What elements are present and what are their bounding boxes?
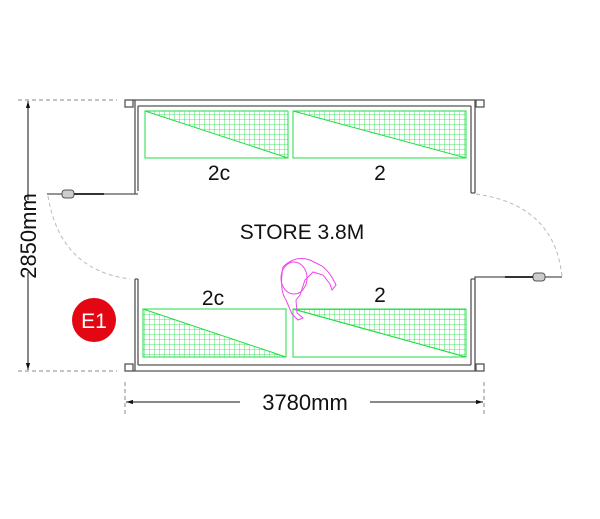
width-dimension-label: 3780mm bbox=[262, 390, 348, 415]
door-hinge-icon bbox=[61, 189, 75, 199]
door-hinge-icon bbox=[532, 272, 546, 282]
rack-bottom-left bbox=[142, 308, 287, 358]
person-icon bbox=[280, 258, 337, 321]
rack-label: 2c bbox=[202, 287, 224, 310]
rack-label: 2 bbox=[374, 284, 386, 307]
room-title: STORE 3.8M bbox=[240, 221, 364, 244]
corner-post-br bbox=[475, 363, 485, 372]
rack-bottom-right bbox=[292, 308, 467, 358]
corner-post-tr bbox=[475, 99, 485, 108]
walls bbox=[47, 99, 562, 372]
door-right bbox=[475, 193, 563, 282]
rack-label: 2 bbox=[374, 162, 386, 185]
rack-label: 2c bbox=[208, 162, 230, 185]
door-left bbox=[47, 189, 131, 280]
corner-post-tl bbox=[124, 99, 134, 108]
marker-e1: E1 bbox=[72, 298, 116, 342]
corner-post-bl bbox=[124, 363, 134, 372]
rack-top-right bbox=[292, 110, 467, 159]
dimension-width: 3780mm bbox=[125, 382, 484, 415]
dimension-height: 2850mm bbox=[16, 100, 117, 371]
height-dimension-label: 2850mm bbox=[16, 193, 41, 279]
rack-top-left bbox=[144, 110, 289, 159]
marker-label: E1 bbox=[81, 310, 107, 333]
